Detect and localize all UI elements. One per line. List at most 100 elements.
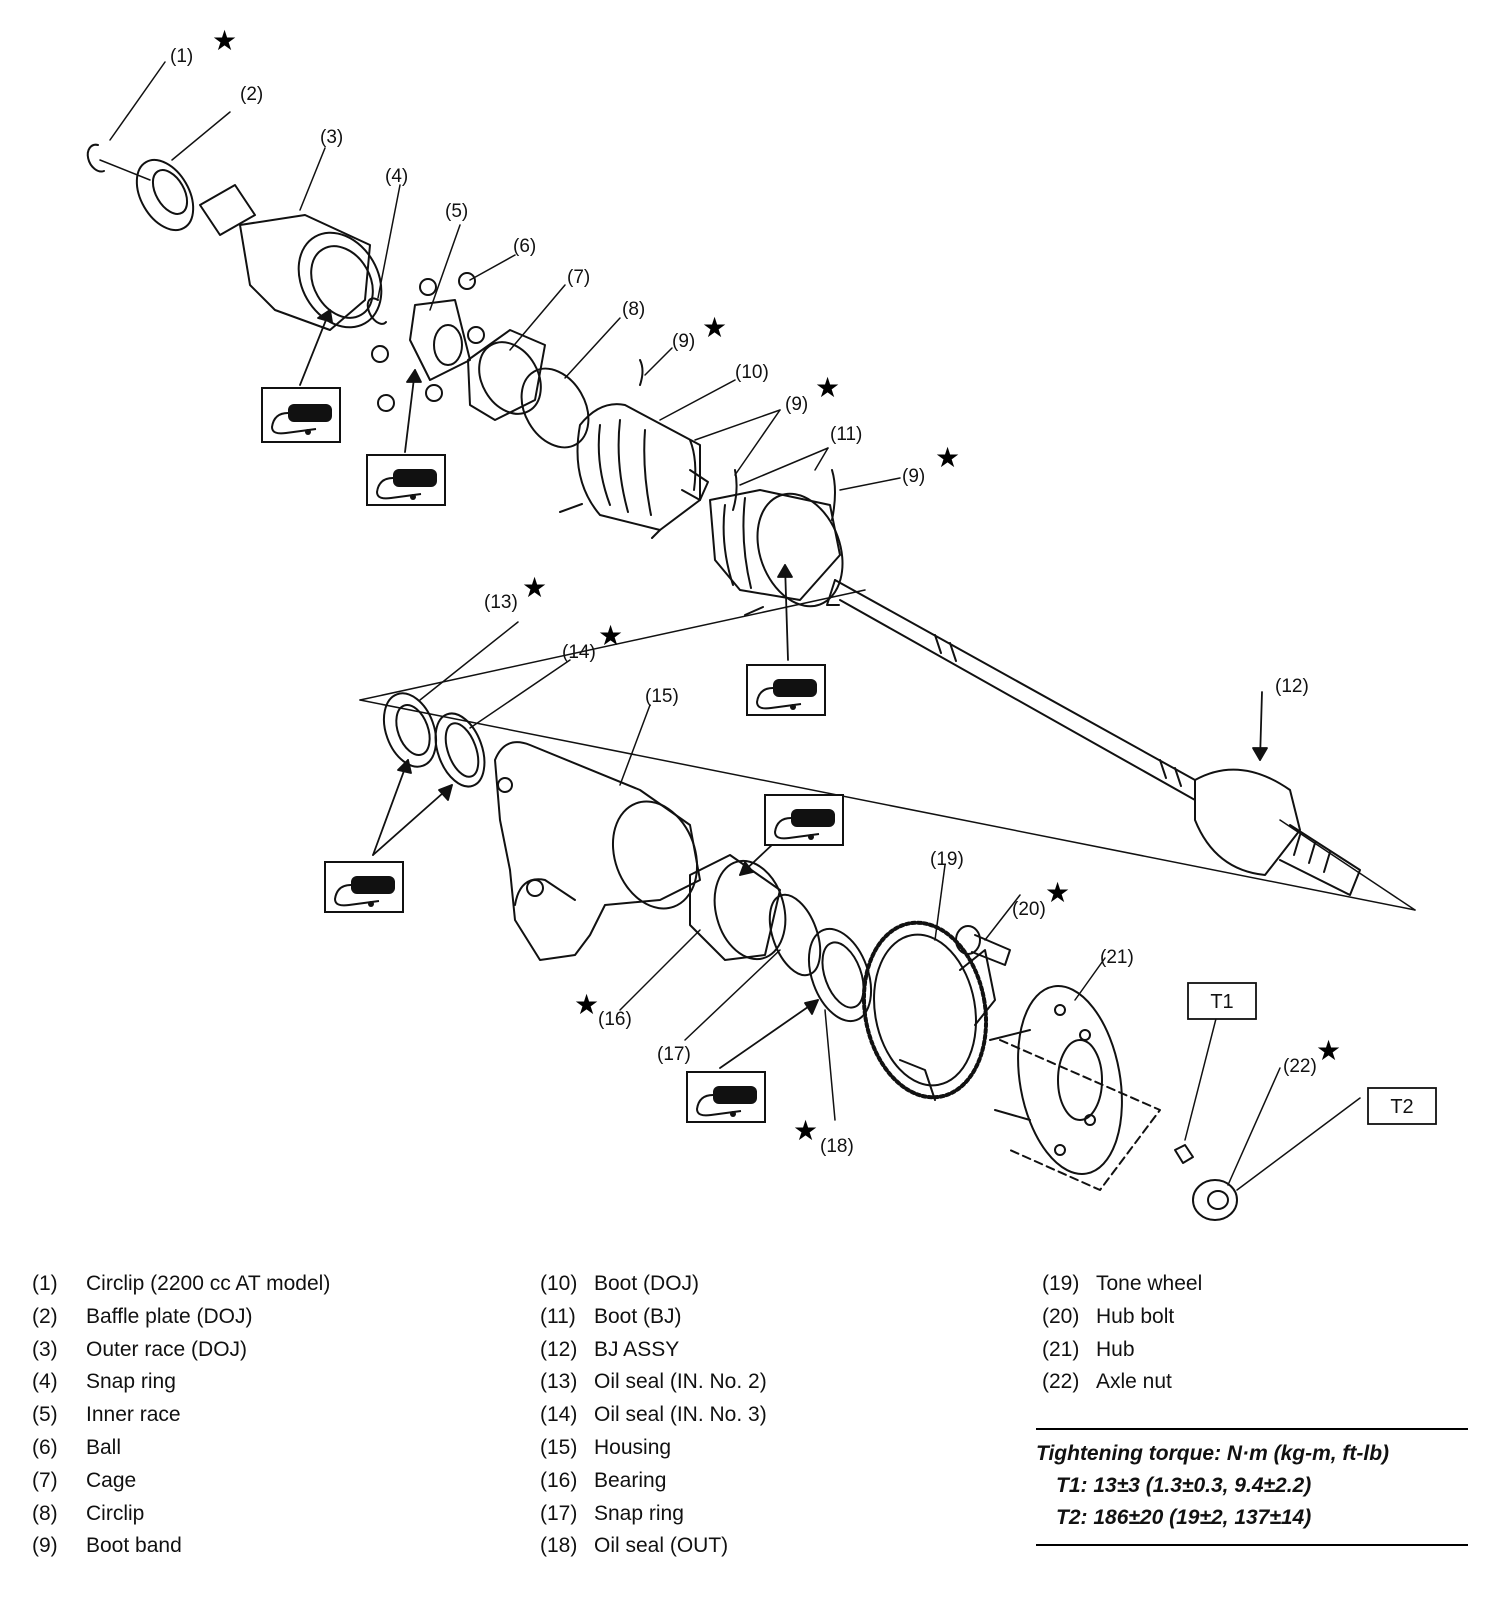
oil-seal-14-part [434,712,486,788]
legend-text: Hub bolt [1096,1304,1175,1328]
legend-num: (4) [32,1370,58,1394]
legend-num: (10) [540,1272,578,1295]
legend-text: Snap ring [86,1370,176,1394]
legend-item: (7) Cage [32,1465,330,1498]
legend-num: (13) [540,1370,578,1394]
legend-item: (21)Hub [1042,1334,1202,1367]
cage-part [467,329,546,421]
grease-icons [261,387,844,1123]
legend-text: Boot band [86,1534,182,1558]
oil-seal-13-part [382,692,438,768]
legend-text: BJ ASSY [594,1337,680,1361]
legend-item: (12)BJ ASSY [540,1334,767,1367]
legend-text: Circlip (2200 cc AT model) [86,1272,331,1295]
legend-text: Snap ring [594,1501,684,1525]
star-marks: ★ ★ ★ ★ ★ ★ ★ ★ ★ ★ [212,24,1341,1147]
housing-part [494,741,701,961]
legend-text: Oil seal (IN. No. 2) [594,1370,767,1394]
legend-item: (2) Baffle plate (DOJ) [32,1301,330,1334]
bearing-part [689,854,787,961]
callout-15: (15) [645,686,679,707]
legend-num: (19) [1042,1272,1080,1295]
legend-text: Cage [86,1468,137,1492]
legend-item: (14) Oil seal (IN. No. 3) [540,1399,767,1432]
legend-item: (18) Oil seal (OUT) [540,1530,767,1563]
legend-item: (3)Outer race (DOJ) [32,1334,330,1367]
hub-part [989,985,1161,1191]
torque-t1: T1: 13±3 (1.3±0.3, 9.4±2.2) [1056,1474,1312,1497]
legend-num: (21) [1042,1337,1080,1361]
star-icon: ★ [935,441,960,474]
circlip-1-part [86,143,105,173]
callout-14: (14) [562,642,596,663]
star-icon: ★ [1045,876,1070,909]
legend-num: (18) [540,1534,578,1558]
grease-icon [746,664,826,716]
leader-lines [109,61,1361,1191]
legend-num: (11) [540,1304,576,1328]
callout-7: (7) [567,267,590,288]
tightening-torque-box: Tightening torque: N·m (kg-m, ft-lb) T1:… [1036,1428,1468,1546]
legend-num: (7) [32,1468,58,1492]
star-icon: ★ [598,619,623,652]
callout-2: (2) [240,84,263,105]
torque-callout-t1: T1 [1210,991,1233,1013]
legend-item: (19)Tone wheel [1042,1268,1202,1301]
callout-9-a: (9) [672,331,695,352]
grease-icon [261,387,341,443]
star-icon: ★ [574,988,599,1021]
legend-num: (14) [540,1403,578,1427]
boot-doj-part [559,403,709,539]
legend-num: (2) [32,1304,58,1328]
callout-labels: (1) (2) (3) (4) (5) (6) (7) (8) (9) (10)… [170,46,1317,1157]
hub-bolt-part [955,925,1011,966]
callout-17: (17) [657,1044,691,1065]
legend-item: (17) Snap ring [540,1498,767,1531]
legend-text: Oil seal (OUT) [594,1534,729,1558]
legend-column-3: (19)Tone wheel (20)Hub bolt (21)Hub (22)… [1042,1268,1202,1399]
exploded-axle-diagram: T1 T2 (1) (2) (3) (4) (5) (6) (7) (8) (9… [86,24,1437,1221]
torque-heading: Tightening torque: N·m (kg-m, ft-lb) [1036,1442,1390,1465]
legend-column-2: (10) Boot (DOJ) (11)Boot (BJ) (12)BJ ASSY… [540,1268,767,1563]
callout-12: (12) [1275,676,1309,697]
callout-13: (13) [484,592,518,613]
torque-boxes: T1 T2 [1187,982,1437,1125]
callout-11: (11) [830,424,862,445]
callout-4: (4) [385,166,408,187]
legend-num: (5) [32,1403,58,1427]
boot-bands-part [639,359,836,521]
callout-8: (8) [622,299,645,320]
grease-icon [366,454,446,506]
legend-num: (1) [32,1272,58,1295]
grease-icon [686,1071,766,1123]
legend-item: (5)Inner race [32,1399,330,1432]
legend-num: (15) [540,1435,578,1459]
legend-item: (10) Boot (DOJ) [540,1268,767,1301]
legend-num: (9) [32,1534,58,1558]
legend-item: (22)Axle nut [1042,1366,1202,1399]
outer-race-part [199,184,383,331]
legend-text: Outer race (DOJ) [86,1337,248,1361]
t1-bolt-part [1174,1144,1194,1164]
legend-text: Baffle plate (DOJ) [86,1304,253,1328]
grease-icon [324,861,404,913]
legend-item: (15) Housing [540,1432,767,1465]
legend-item: (6)Ball [32,1432,330,1465]
snap-ring-17-part [768,893,822,977]
snap-ring-4-part [366,297,387,325]
legend-text: Oil seal (IN. No. 3) [594,1403,767,1427]
legend-num: (6) [32,1435,58,1459]
shaft-bj-assy-part [826,579,1361,896]
legend-num: (17) [540,1501,578,1525]
circlip-8-part [520,367,590,449]
legend-item: (4) Snap ring [32,1366,330,1399]
legend-text: Housing [594,1435,672,1459]
callout-10: (10) [735,362,769,383]
torque-callout-t2: T2 [1390,1096,1413,1118]
axle-nut-part [1192,1179,1238,1221]
legend-text: Bearing [594,1468,667,1492]
inner-race-part [409,299,471,381]
legend-item: (11)Boot (BJ) [540,1301,767,1334]
callout-16: (16) [598,1009,632,1030]
legend-text: Boot (DOJ) [594,1272,700,1295]
